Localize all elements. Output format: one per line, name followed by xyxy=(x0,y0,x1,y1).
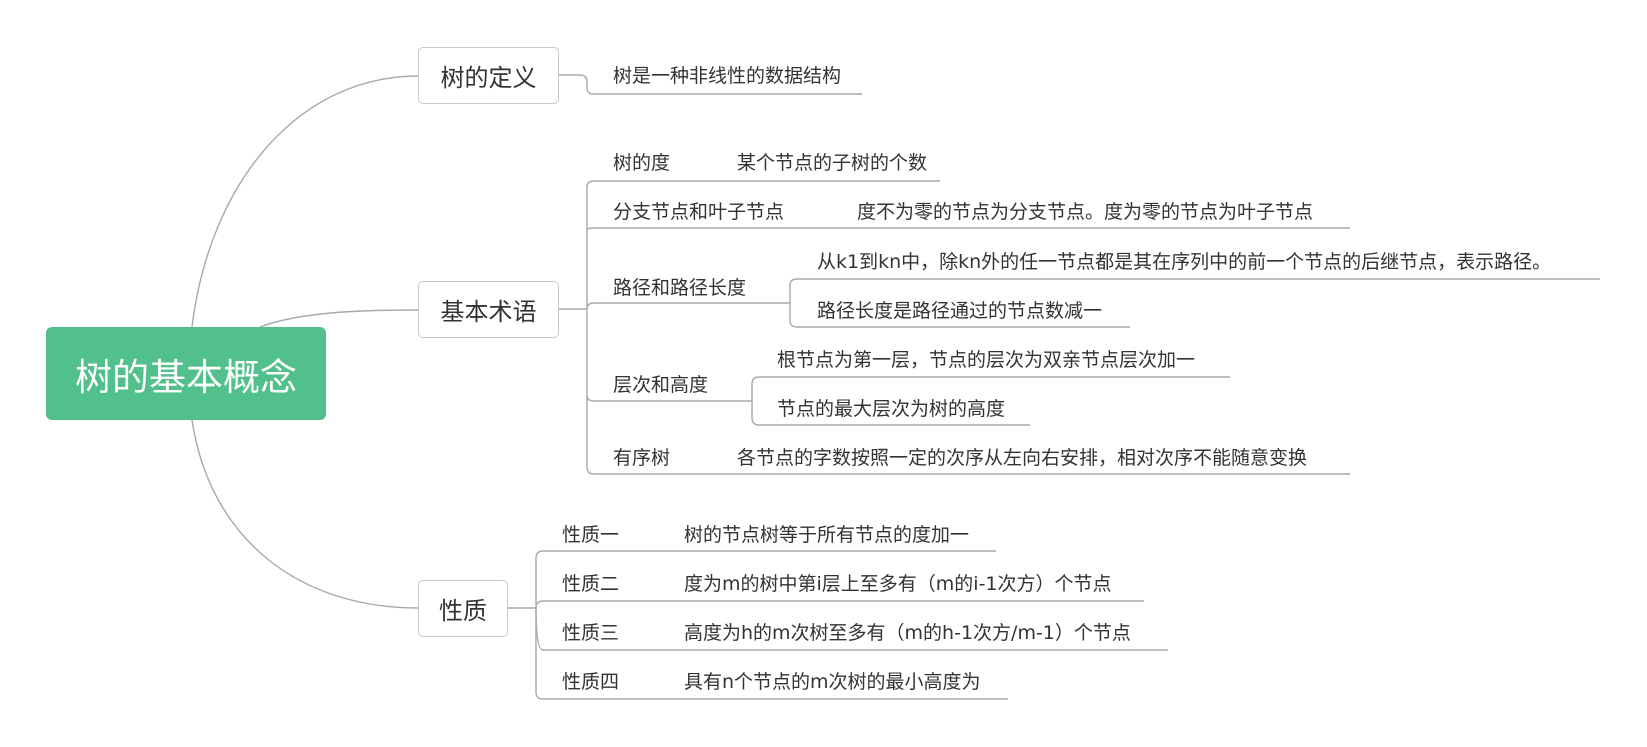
connector-definition-leaf xyxy=(558,74,862,95)
connector-term-level xyxy=(586,394,752,402)
connector-prop-1 xyxy=(535,550,996,559)
term-detail-level-1[interactable]: 根节点为第一层，节点的层次为双亲节点层次加一 xyxy=(777,349,1196,371)
connector-root-definition xyxy=(191,75,419,328)
connector-properties-spine xyxy=(508,558,537,692)
property-label-2[interactable]: 性质二 xyxy=(562,573,620,595)
term-detail-degree[interactable]: 某个节点的子树的个数 xyxy=(737,152,928,174)
property-label-4[interactable]: 性质四 xyxy=(562,671,620,693)
property-label-1[interactable]: 性质一 xyxy=(562,524,620,546)
connector-term-path-sub xyxy=(789,278,1600,328)
connector-root-properties xyxy=(191,419,419,609)
definition-text[interactable]: 树是一种非线性的数据结构 xyxy=(613,65,842,87)
connector-prop-4 xyxy=(535,691,1008,700)
term-detail-path-2[interactable]: 路径长度是路径通过的节点数减一 xyxy=(817,300,1103,322)
property-label-3[interactable]: 性质三 xyxy=(562,622,620,644)
root-node[interactable]: 树的基本概念 xyxy=(46,327,326,420)
connector-prop-2 xyxy=(535,600,1144,609)
connector-term-ordered xyxy=(586,466,1350,475)
branch-definition[interactable]: 树的定义 xyxy=(418,47,559,104)
term-detail-branch-leaf[interactable]: 度不为零的节点为分支节点。度为零的节点为叶子节点 xyxy=(857,201,1314,223)
property-detail-4[interactable]: 具有n个节点的m次树的最小高度为 xyxy=(684,671,981,693)
property-detail-3[interactable]: 高度为h的m次树至多有（m的h-1次方/m-1）个节点 xyxy=(684,622,1131,644)
branch-terms[interactable]: 基本术语 xyxy=(418,281,559,338)
property-detail-2[interactable]: 度为m的树中第i层上至多有（m的i-1次方）个节点 xyxy=(684,573,1112,595)
connector-term-path xyxy=(586,302,790,310)
connector-terms-spine xyxy=(558,187,588,467)
term-label-level[interactable]: 层次和高度 xyxy=(613,374,709,396)
connector-prop-3 xyxy=(535,607,1168,651)
term-label-branch-leaf[interactable]: 分支节点和叶子节点 xyxy=(613,201,785,223)
term-detail-path-1[interactable]: 从k1到kn中，除kn外的任一节点都是其在序列中的前一个节点的后继节点，表示路径… xyxy=(817,251,1552,273)
term-detail-ordered[interactable]: 各节点的字数按照一定的次序从左向右安排，相对次序不能随意变换 xyxy=(737,447,1308,469)
term-detail-level-2[interactable]: 节点的最大层次为树的高度 xyxy=(777,398,1006,420)
property-detail-1[interactable]: 树的节点树等于所有节点的度加一 xyxy=(684,524,970,546)
connector-term-branch-leaf xyxy=(586,227,1350,231)
branch-properties[interactable]: 性质 xyxy=(418,580,508,637)
connector-root-terms xyxy=(259,309,419,328)
connector-term-level-sub xyxy=(751,376,1230,426)
term-label-ordered[interactable]: 有序树 xyxy=(613,447,671,469)
term-label-path[interactable]: 路径和路径长度 xyxy=(613,277,747,299)
connector-term-degree xyxy=(586,180,940,188)
term-label-degree[interactable]: 树的度 xyxy=(613,152,671,174)
